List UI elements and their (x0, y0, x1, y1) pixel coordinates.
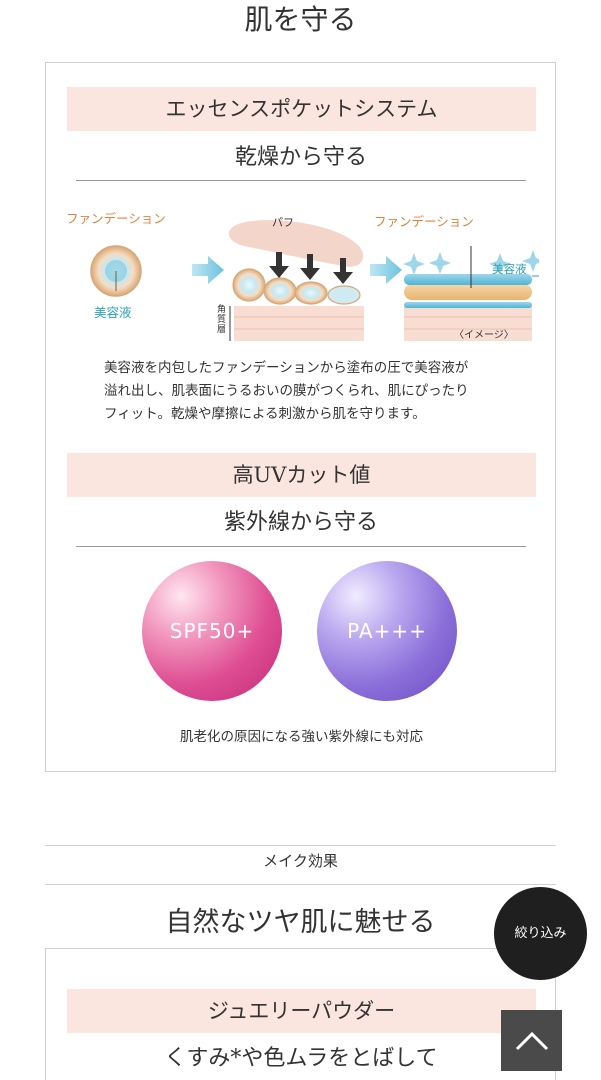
illustration-graphic (90, 220, 539, 341)
make-top-rule (45, 845, 556, 846)
flow-arrow-1 (192, 256, 224, 284)
jewelry-subtitle: くすみ*や色ムラをとばして (164, 1046, 438, 1071)
pa-badge: PA+++ (317, 561, 457, 701)
label-stratum: 角質層 (217, 305, 227, 335)
jewelry-band-title: ジュエリーパウダー (67, 989, 536, 1033)
make-effect-label: メイク効果 (263, 852, 338, 870)
section-title: 肌を守る (244, 3, 357, 36)
uv-caption: 肌老化の原因になる強い紫外線にも対応 (180, 729, 423, 745)
uv-divider (76, 546, 526, 547)
uv-band-title: 高UVカット値 (67, 453, 536, 497)
label-foundation-right: ファンデーション (374, 214, 474, 229)
essence-pocket-illustration: ファンデーション 美容液 パフ 角質層 ファンデーション 美容液 〈イメージ〉 (64, 206, 539, 346)
press-arrows (269, 252, 353, 284)
essence-description: 美容液を内包したファンデーションから塗布の圧で美容液が 溢れ出し、肌表面にうるお… (104, 360, 469, 422)
filter-button[interactable]: 絞り込み (494, 887, 587, 980)
uv-subtitle: 紫外線から守る (223, 510, 378, 535)
chevron-up-icon (515, 1031, 548, 1050)
label-serum-right: 美容液 (492, 262, 527, 276)
protect-card: エッセンスポケットシステム 乾燥から守る (45, 62, 556, 772)
puff-shape (228, 220, 364, 267)
jewelry-card: ジュエリーパウダー くすみ*や色ムラをとばして (45, 948, 556, 1080)
label-foundation-left: ファンデーション (66, 211, 166, 226)
spf-badge: SPF50+ (142, 561, 282, 701)
sparkles (403, 250, 539, 275)
label-puff: パフ (272, 216, 294, 229)
flow-arrow-2 (370, 256, 402, 284)
label-image-note: 〈イメージ〉 (454, 330, 514, 341)
make-effect-title: 自然なツヤ肌に魅せる (165, 907, 436, 938)
label-serum-left: 美容液 (94, 305, 132, 320)
essence-divider (76, 180, 526, 181)
scroll-to-top-button[interactable] (501, 1010, 562, 1071)
essence-band-title: エッセンスポケットシステム (67, 87, 536, 131)
make-bottom-rule (45, 884, 556, 885)
essence-subtitle: 乾燥から守る (234, 145, 367, 170)
